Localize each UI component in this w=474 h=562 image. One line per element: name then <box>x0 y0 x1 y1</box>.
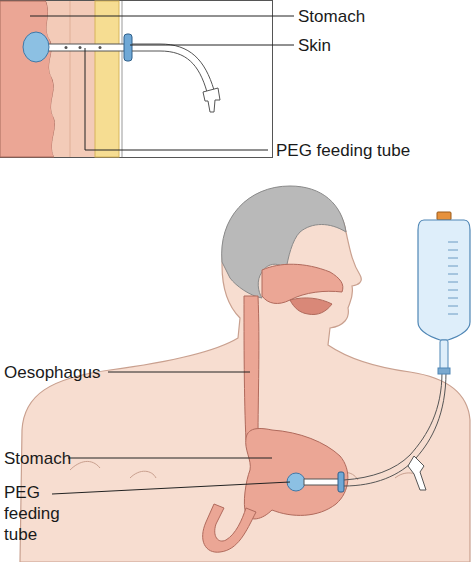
leader-line <box>68 458 272 459</box>
muscle-line <box>70 1 71 157</box>
leader-line <box>108 372 250 373</box>
external-tube <box>132 44 214 92</box>
tube-hole <box>99 46 102 49</box>
drip-chamber <box>440 340 448 370</box>
abdominal-wall <box>46 1 95 157</box>
part-label: PEG feeding tube <box>276 140 472 161</box>
internal-balloon <box>23 32 49 62</box>
tube-inner <box>38 44 128 51</box>
part-label: Stomach <box>298 6 468 27</box>
leader-line <box>130 45 294 46</box>
part-label: Oesophagus <box>4 362 114 383</box>
roller-clamp <box>438 368 450 374</box>
part-label: PEG feeding tube <box>4 482 70 545</box>
tube-connector <box>408 456 426 490</box>
tongue <box>290 298 332 315</box>
inset <box>0 1 294 158</box>
stomach-tissue <box>0 1 55 157</box>
leader-line <box>85 48 268 150</box>
oesophagus <box>244 296 259 440</box>
feed-bag <box>418 212 470 374</box>
part-label: Stomach <box>4 448 114 469</box>
external-bumper <box>124 34 132 61</box>
tube-clamp <box>203 88 220 112</box>
tube-hole <box>79 46 82 49</box>
external-bumper <box>338 472 344 492</box>
giving-set-tube <box>344 372 446 486</box>
chest-detail <box>70 461 156 478</box>
leader-line <box>52 482 290 494</box>
stomach-organ <box>244 428 348 518</box>
bag-graduations <box>448 242 458 314</box>
tube-hole <box>65 46 68 49</box>
peg-tube <box>304 479 340 485</box>
bag-cap <box>437 212 451 220</box>
fat-layer <box>95 1 119 157</box>
feed-bag-body <box>418 220 470 340</box>
leader-line <box>30 16 294 17</box>
part-label: Skin <box>298 35 468 56</box>
inset-frame <box>1 1 273 158</box>
duodenum <box>203 504 256 552</box>
skin-line <box>122 1 123 157</box>
